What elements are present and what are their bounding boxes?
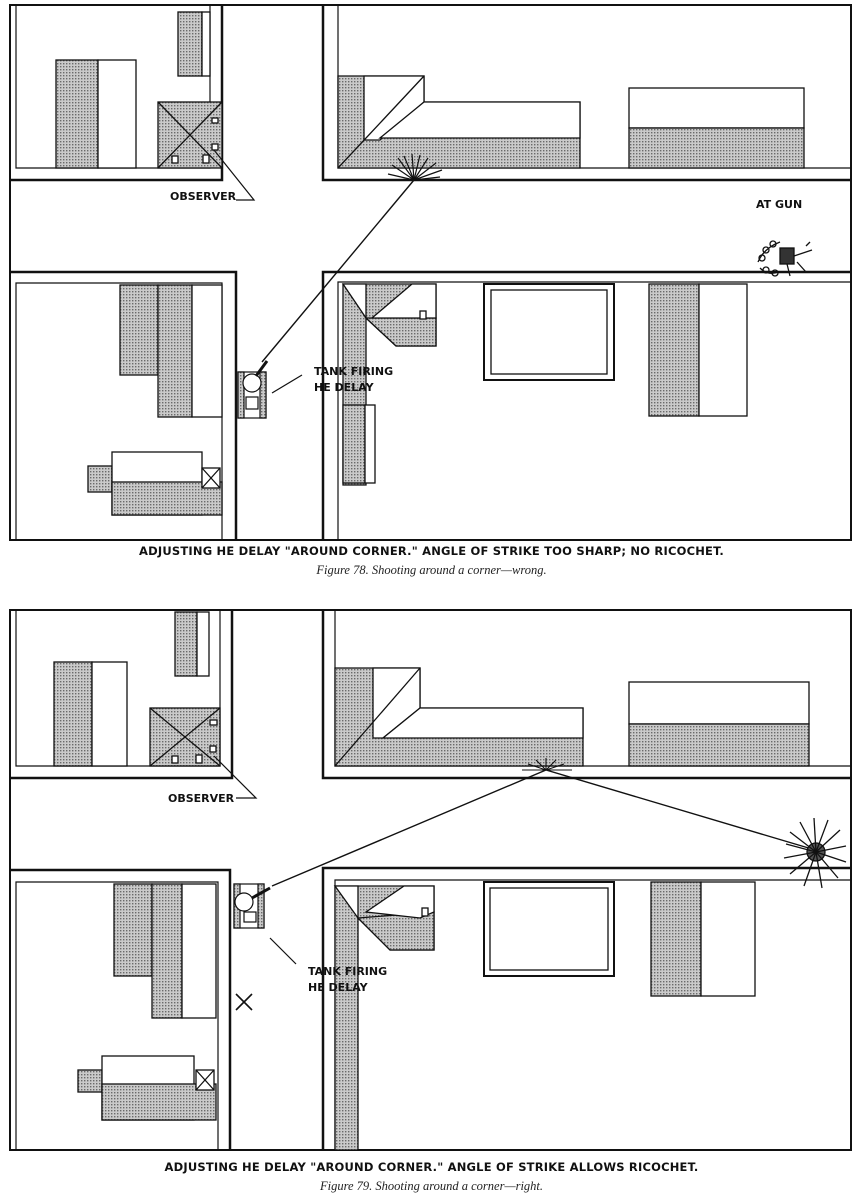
buildings-ne [334, 667, 810, 767]
buildings-sw [87, 284, 223, 516]
x-mark-icon [235, 993, 253, 1011]
tank-leader-line [271, 374, 303, 394]
street-outlines [10, 610, 851, 1150]
buildings-sw [77, 883, 217, 1121]
buildings-ne [337, 75, 805, 169]
at-gun-label: AT GUN [756, 198, 802, 211]
observer-label: OBSERVER [170, 190, 237, 203]
buildings-se [333, 881, 756, 1151]
figure-78-banner: ADJUSTING HE DELAY "AROUND CORNER." ANGL… [139, 544, 724, 558]
tank-label-line2: HE DELAY [308, 981, 369, 994]
figure-79-map: OBSERVER TANK FIRING HE DELAY [9, 609, 852, 1151]
observer-leader-line [213, 755, 258, 799]
explosion-icon [783, 817, 847, 889]
tank-icon [233, 883, 271, 929]
tank-label-line1: TANK FIRING [314, 365, 393, 378]
buildings-se [341, 283, 748, 486]
trajectory-line [261, 179, 415, 363]
tank-label-line2: HE DELAY [314, 381, 375, 394]
observer-label: OBSERVER [168, 792, 235, 805]
figure-78-map: OBSERVER AT GUN TANK FIRING HE DELAY [9, 4, 852, 541]
observer-leader-line [213, 149, 256, 201]
shell-burst-icon [387, 153, 443, 181]
buildings-nw [53, 611, 221, 767]
tank-leader-line [269, 937, 297, 965]
graze-burst-icon [522, 758, 572, 771]
figure-78-caption: Figure 78. Shooting around a corner—wron… [316, 563, 547, 577]
figure-79-caption: Figure 79. Shooting around a corner—righ… [319, 1179, 544, 1193]
at-gun-icon [757, 240, 813, 277]
figure-79-banner: ADJUSTING HE DELAY "AROUND CORNER." ANGL… [164, 1160, 699, 1174]
tank-label-line1: TANK FIRING [308, 965, 387, 978]
street-outlines [10, 5, 851, 540]
tank-icon [237, 360, 269, 419]
buildings-nw [55, 11, 223, 169]
